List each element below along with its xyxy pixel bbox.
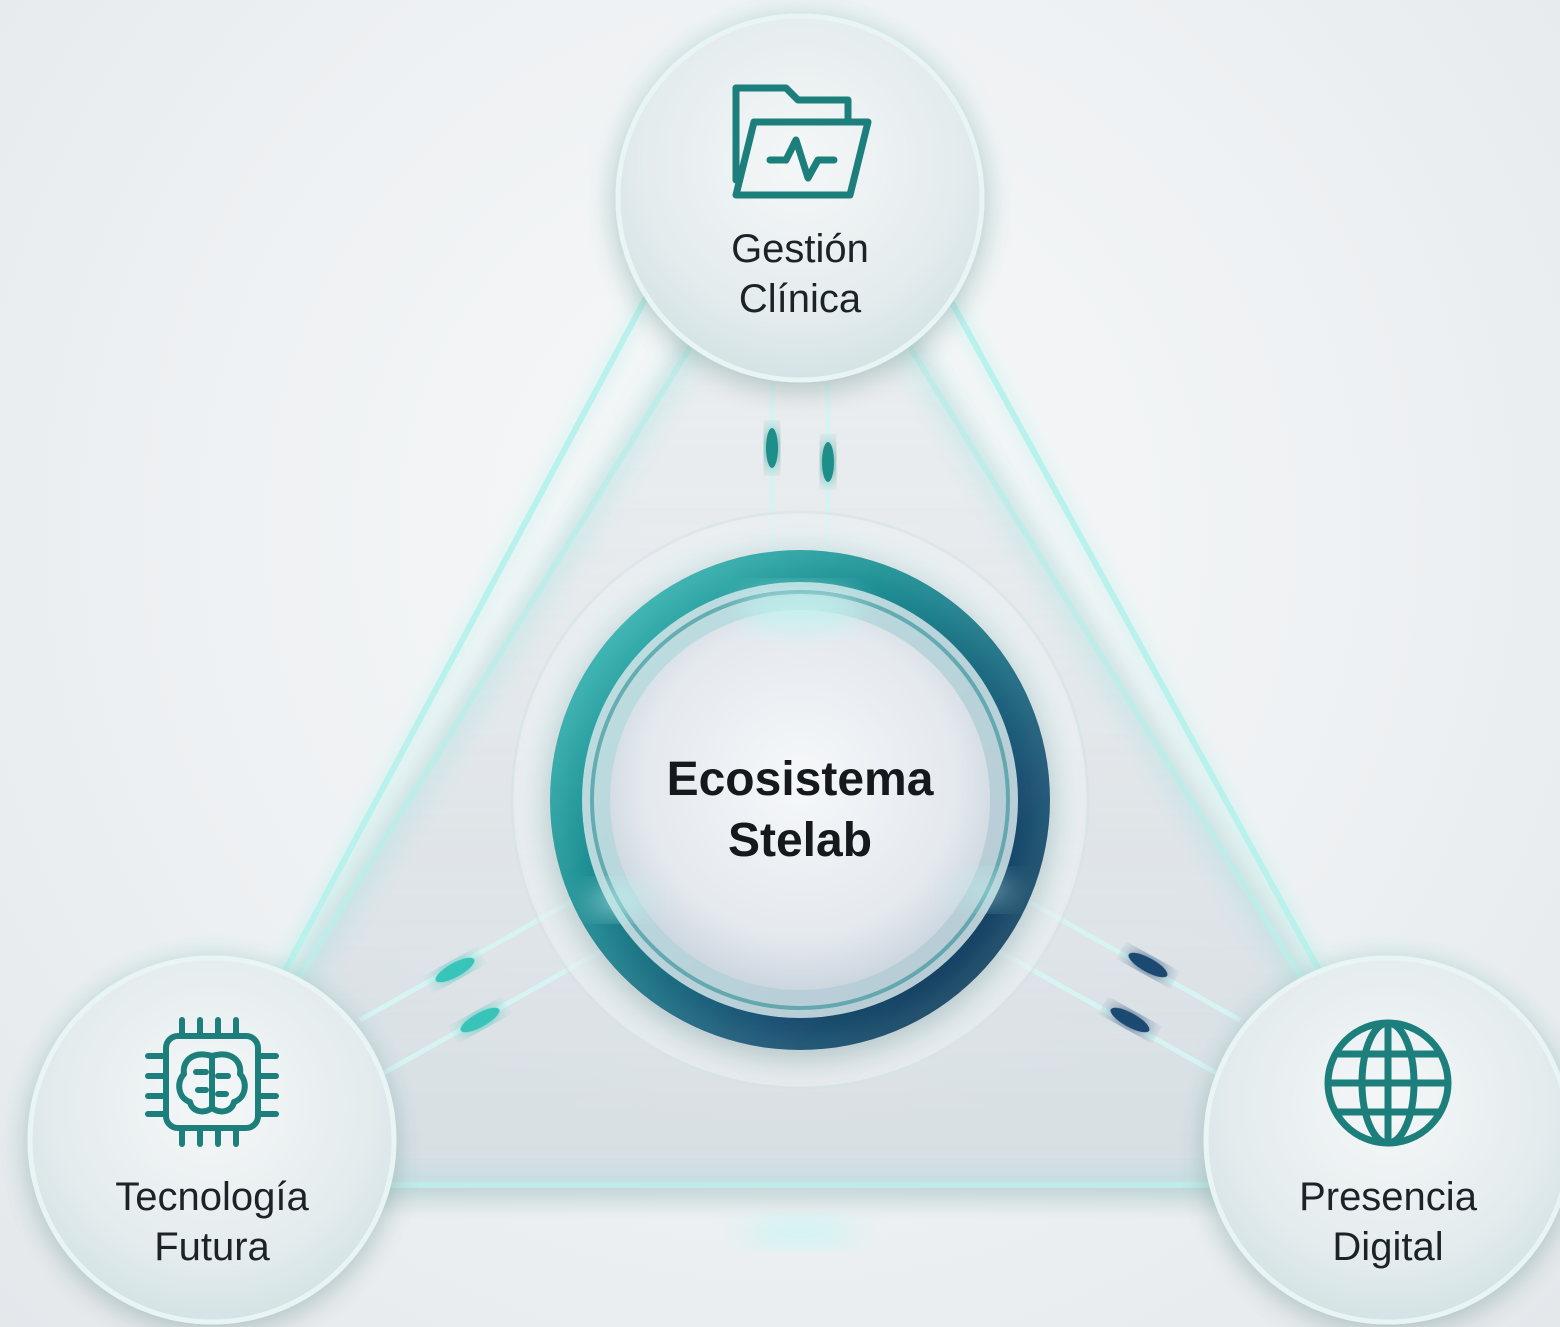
center-title-line2: Stelab <box>728 814 872 867</box>
node-presencia-line2: Digital <box>1332 1225 1443 1269</box>
node-presencia-digital: Presencia Digital <box>1200 952 1560 1327</box>
center-title-line1: Ecosistema <box>667 753 934 806</box>
center-hub: Ecosistema Stelab <box>510 510 1090 1090</box>
node-gestion-line2: Clínica <box>739 277 862 321</box>
node-gestion-line1: Gestión <box>731 227 869 271</box>
node-tecnologia-futura: Tecnología Futura <box>24 952 400 1327</box>
node-tecnologia-line1: Tecnología <box>115 1175 309 1219</box>
globe-icon <box>1324 1019 1452 1147</box>
brain-chip-icon <box>145 1017 279 1147</box>
node-tecnologia-line2: Futura <box>154 1225 270 1269</box>
node-gestion-clinica: Gestión Clínica <box>612 10 988 386</box>
medical-folder-icon <box>732 84 872 199</box>
node-presencia-line1: Presencia <box>1299 1175 1478 1219</box>
